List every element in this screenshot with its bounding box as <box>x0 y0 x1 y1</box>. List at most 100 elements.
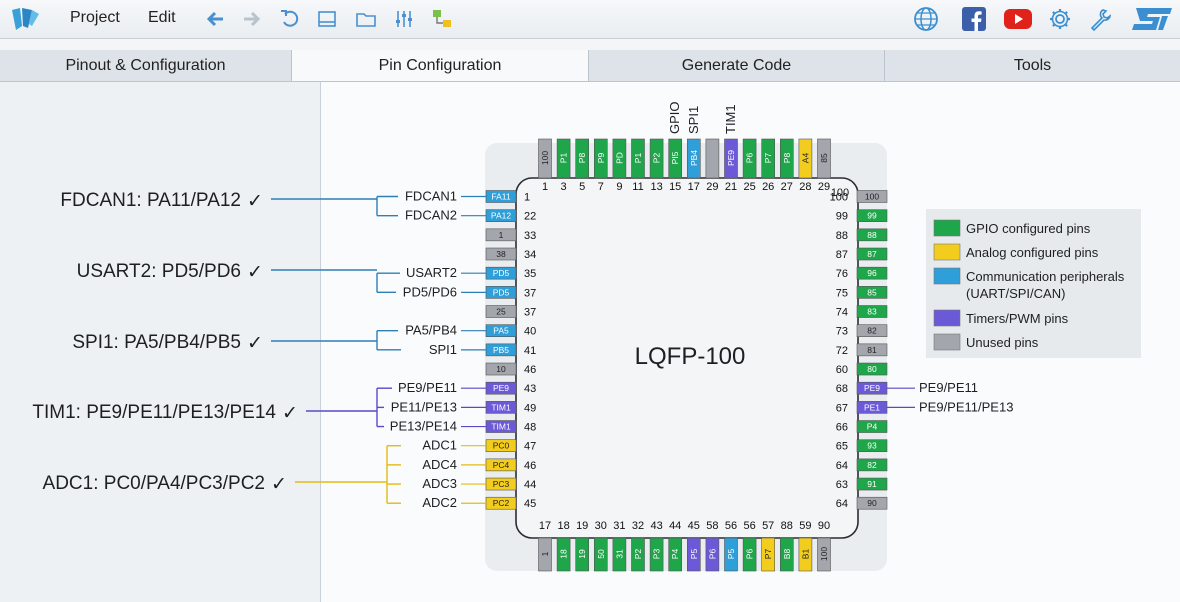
pin-box[interactable] <box>649 138 664 179</box>
peripheral-group[interactable]: TIM1: PE9/PE11/PE13/PE14✓ <box>32 387 392 428</box>
pin-box[interactable] <box>779 537 794 572</box>
tab-generate-code[interactable]: Generate Code <box>589 50 885 81</box>
wrench-icon[interactable] <box>1088 7 1112 31</box>
facebook-icon[interactable] <box>962 7 986 31</box>
top-pin[interactable]: 29 <box>705 138 720 193</box>
pin-box[interactable] <box>817 138 831 179</box>
pin-box[interactable] <box>817 537 831 572</box>
pin-box[interactable] <box>686 138 701 179</box>
pin-box[interactable] <box>686 537 701 572</box>
pin-box[interactable] <box>856 362 888 376</box>
pin-box[interactable] <box>742 537 757 572</box>
pin-box[interactable] <box>631 138 645 179</box>
pin-box[interactable] <box>856 266 888 280</box>
pin-box[interactable] <box>612 138 627 179</box>
pin-box[interactable] <box>612 537 627 572</box>
pin-box[interactable] <box>575 138 590 179</box>
pin-box[interactable] <box>705 138 720 179</box>
top-pin[interactable]: P85 <box>575 138 590 193</box>
forward-arrow-icon[interactable] <box>241 8 263 30</box>
peripheral-group[interactable]: ADC1: PC0/PA4/PC3/PC2✓ <box>43 445 401 504</box>
pin-box[interactable] <box>856 420 888 433</box>
menu-edit[interactable]: Edit <box>148 9 176 26</box>
sliders-icon[interactable] <box>393 8 415 30</box>
pin-box[interactable] <box>742 138 757 179</box>
pin-box[interactable] <box>761 138 776 179</box>
pin-box[interactable] <box>856 305 888 318</box>
gear-icon[interactable] <box>1048 7 1072 31</box>
youtube-icon[interactable] <box>1004 8 1032 30</box>
pin-box[interactable] <box>649 537 664 572</box>
bottom-pin[interactable]: 117 <box>538 520 552 572</box>
undo-icon[interactable] <box>279 8 301 30</box>
menu-project[interactable]: Project <box>70 9 120 26</box>
pin-box[interactable] <box>593 537 608 572</box>
pin-box[interactable] <box>485 228 517 242</box>
pin-box[interactable] <box>856 343 888 357</box>
pin-box[interactable] <box>856 228 888 242</box>
peripheral-group[interactable]: USART2: PD5/PD6✓ <box>77 261 400 294</box>
pin-box[interactable] <box>538 138 552 179</box>
window-icon[interactable] <box>316 8 338 30</box>
top-pin[interactable]: P13 <box>556 138 571 193</box>
pin-box[interactable] <box>724 537 738 572</box>
pin-box[interactable] <box>485 305 517 318</box>
peripheral-group[interactable]: FDCAN1: PA11/PA12✓ <box>60 190 398 217</box>
pin-box[interactable] <box>856 324 888 337</box>
pin-box[interactable] <box>761 537 776 572</box>
pin-box[interactable] <box>798 138 813 179</box>
pin-box[interactable] <box>856 286 888 299</box>
top-pin[interactable]: PD9 <box>612 138 627 193</box>
pin-box[interactable] <box>856 190 888 203</box>
folder-icon[interactable] <box>355 8 377 30</box>
pin-box[interactable] <box>485 247 517 261</box>
globe-icon[interactable] <box>913 6 939 32</box>
pin-box[interactable] <box>856 439 888 453</box>
pin-box[interactable] <box>856 247 888 261</box>
